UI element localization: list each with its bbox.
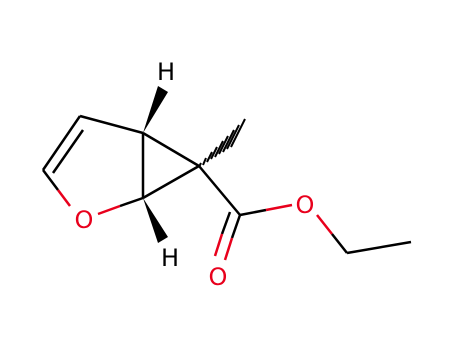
atom-label-o-carbonyl: O	[209, 263, 228, 291]
bond-carbonyl-ester-o-red	[265, 203, 293, 212]
wedge-bond-h-top	[143, 86, 168, 133]
bond-carbonyl-ester-o-black	[239, 208, 267, 217]
wedge-bond-h-bottom	[143, 198, 168, 243]
hashed-bond-methyl	[198, 118, 246, 168]
bond-carbonyl-double-b-black	[220, 211, 232, 235]
bond-ester-o-ch2-red	[316, 214, 333, 235]
bond-c4-carbonyl	[198, 165, 241, 216]
bond-o-ring-c3-black	[119, 196, 144, 208]
bond-o-ring-c3-red	[97, 204, 121, 216]
bond-c5-o-ring-red	[57, 189, 71, 207]
bond-carbonyl-double-b-red	[213, 233, 224, 257]
atom-label-o-ring: O	[75, 206, 94, 234]
atom-label-o-ester: O	[296, 191, 315, 219]
bond-c3-c4-cyclopropane	[142, 164, 200, 200]
bond-ch2-ch3	[346, 240, 412, 255]
atom-label-h-bottom: H	[161, 244, 179, 272]
bond-carbonyl-double-a-red	[223, 237, 234, 261]
bond-ester-o-ch2-black	[331, 233, 348, 254]
bond-c5-o-ring-black	[42, 169, 59, 191]
bond-c1-c2	[79, 114, 144, 135]
atom-label-h-top: H	[157, 58, 175, 86]
bond-c3-c2-cyclopropane	[142, 131, 200, 168]
bond-c1-c5-double-a	[41, 115, 82, 171]
bond-c1-c5-double-b	[51, 129, 85, 174]
bond-carbonyl-double-a-black	[230, 214, 242, 239]
